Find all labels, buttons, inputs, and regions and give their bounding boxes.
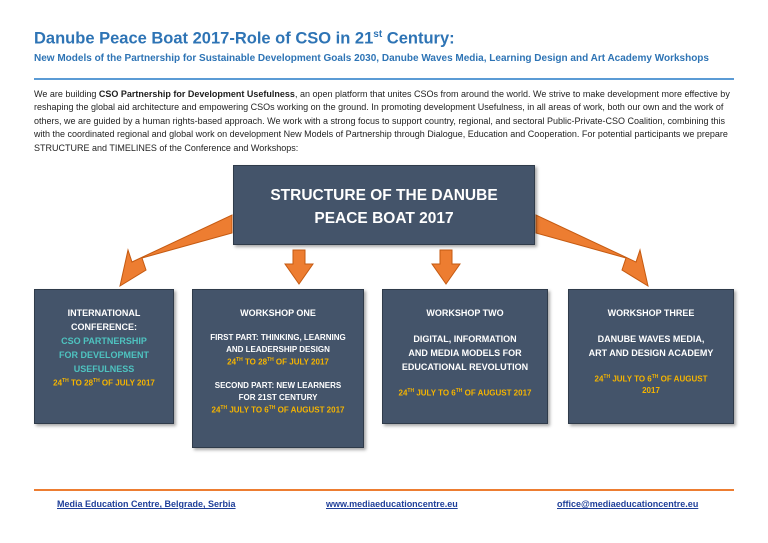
workshop-one-part2-date: 24TH JULY TO 6TH OF AUGUST 2017 [211,405,345,415]
workshop-two-date: 24TH JULY TO 6TH OF AUGUST 2017 [398,388,532,398]
workshop-two-line-3: EDUCATIONAL REVOLUTION [401,362,529,372]
conference-teal-3: USEFULNESS [73,364,135,374]
arrow-to-workshop-two [431,249,461,285]
header-divider [34,78,734,80]
footer-email-link[interactable]: office@mediaeducationcentre.eu [557,499,699,509]
conference-line-2: CONFERENCE: [70,322,137,332]
workshop-three-title: WORKSHOP THREE [607,308,695,318]
workshop-one-part2-line2: FOR 21ST CENTURY [238,392,318,402]
workshop-one-box: WORKSHOP ONE FIRST PART: THINKING, LEARN… [192,289,364,448]
structure-box: STRUCTURE OF THE DANUBE PEACE BOAT 2017 [233,165,535,245]
page-subtitle: New Models of the Partnership for Sustai… [34,53,709,64]
workshop-three-date: 24TH JULY TO 6TH OF AUGUST [594,374,708,384]
structure-line-1: STRUCTURE OF THE DANUBE [270,187,498,204]
workshop-three-line-2: ART AND DESIGN ACADEMY [588,348,714,358]
conference-box: INTERNATIONAL CONFERENCE: CSO PARTNERSHI… [34,289,174,424]
conference-teal-1: CSO PARTNERSHIP [61,336,147,346]
page-title: Danube Peace Boat 2017-Role of CSO in 21… [34,29,455,48]
conference-date: 24TH TO 28TH OF JULY 2017 [53,378,155,388]
intro-paragraph: We are building CSO Partnership for Deve… [34,89,730,153]
workshop-three-box: WORKSHOP THREE DANUBE WAVES MEDIA, ART A… [568,289,734,424]
workshop-three-line-1: DANUBE WAVES MEDIA, [597,334,705,344]
footer-org-link[interactable]: Media Education Centre, Belgrade, Serbia [57,499,236,509]
workshop-three-date-year: 2017 [642,386,660,396]
structure-line-2: PEACE BOAT 2017 [314,210,454,227]
workshop-one-part1-date: 24TH TO 28TH OF JULY 2017 [227,357,329,367]
workshop-two-title: WORKSHOP TWO [426,308,504,318]
workshop-one-title: WORKSHOP ONE [240,308,316,318]
workshop-two-box: WORKSHOP TWO DIGITAL, INFORMATION AND ME… [382,289,548,424]
arrow-to-conference [119,214,233,288]
footer-website-link[interactable]: www.mediaeducationcentre.eu [326,499,458,509]
arrow-to-workshop-three [535,214,649,288]
arrow-to-workshop-one [284,249,314,285]
workshop-two-line-2: AND MEDIA MODELS FOR [408,348,522,358]
footer-divider [34,489,734,491]
workshop-two-line-1: DIGITAL, INFORMATION [413,334,517,344]
workshop-one-part1-line2: AND LEADERSHIP DESIGN [226,344,330,354]
workshop-one-part1-line1: FIRST PART: THINKING, LEARNING [210,333,346,342]
conference-line-1: INTERNATIONAL [67,308,141,318]
conference-teal-2: FOR DEVELOPMENT [58,350,149,360]
workshop-one-part2-line1: SECOND PART: NEW LEARNERS [214,381,342,391]
